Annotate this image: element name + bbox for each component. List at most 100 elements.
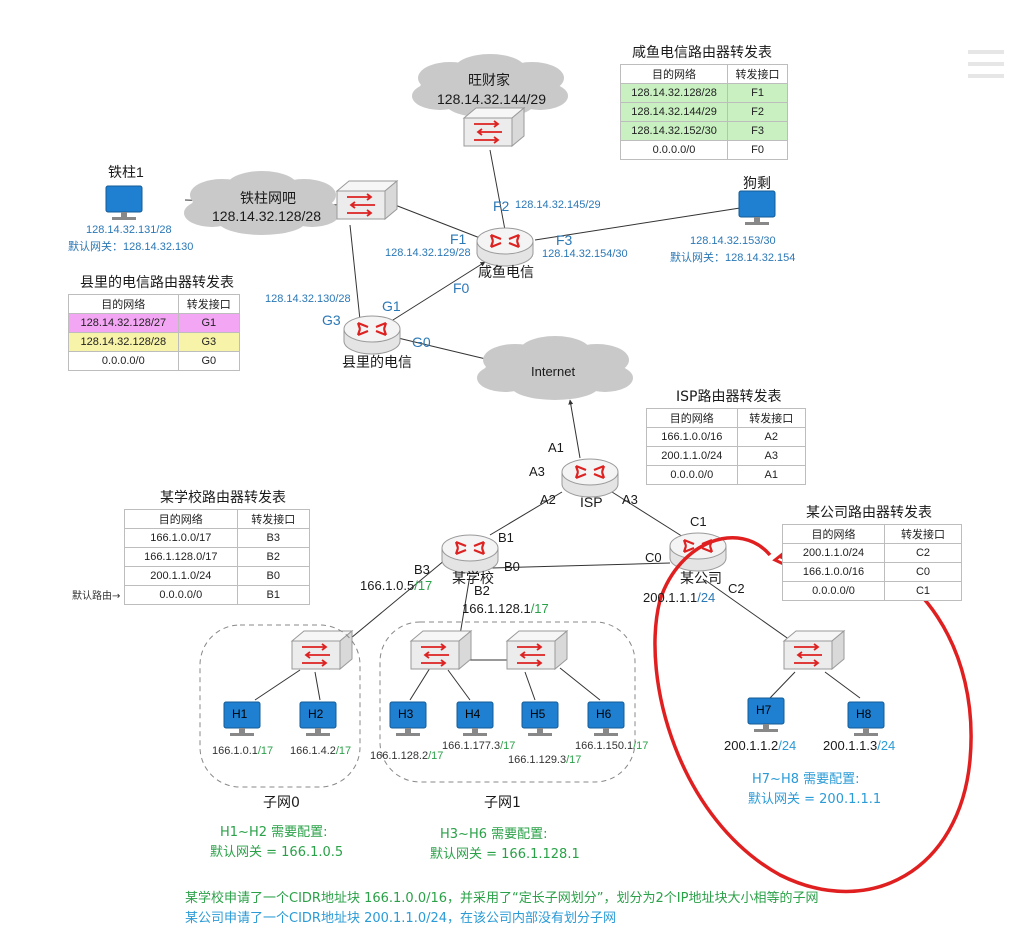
b3-ip: 166.1.0.5/17 bbox=[360, 578, 433, 593]
county-table-title: 县里的电信路由器转发表 bbox=[80, 275, 234, 291]
h8-name: H8 bbox=[856, 707, 872, 721]
wangcai-net: 128.14.32.144/29 bbox=[437, 91, 546, 107]
h5-ip: 166.1.129.3/17 bbox=[508, 754, 582, 766]
subnet0-label: 子网0 bbox=[263, 795, 300, 811]
iface-a3-left: A3 bbox=[529, 464, 545, 479]
bottom-note-company: 某公司申请了一个CIDR地址块 200.1.1.0/24，在该公司内部没有划分子… bbox=[185, 911, 617, 926]
tiezhu1-name: 铁柱1 bbox=[108, 164, 144, 180]
gousheng-name: 狗剩 bbox=[743, 175, 771, 191]
iface-f1: F1 bbox=[450, 231, 467, 247]
internet-name: Internet bbox=[531, 364, 576, 379]
table-row: 目的网络转发接口 bbox=[646, 408, 807, 428]
subnet1-switch-a-icon bbox=[410, 630, 472, 670]
h1-ip: 166.1.0.1/17 bbox=[212, 745, 274, 757]
iface-a3-right: A3 bbox=[622, 492, 638, 507]
iface-f0: F0 bbox=[453, 280, 470, 296]
xianyu-router-name: 咸鱼电信 bbox=[478, 264, 534, 280]
iface-c1: C1 bbox=[690, 514, 707, 529]
h4-ip: 166.1.177.3/17 bbox=[442, 740, 516, 752]
isp-table-title: ISP路由器转发表 bbox=[676, 389, 782, 405]
subnet0-switch-icon bbox=[291, 630, 353, 670]
isp-router-name: ISP bbox=[580, 494, 603, 510]
gousheng-gw: 默认网关：128.14.32.154 bbox=[670, 252, 796, 264]
wangcai-switch-icon bbox=[463, 107, 525, 147]
gousheng-pc-icon bbox=[738, 190, 776, 226]
h1h2-note-gw: 默认网关 = 166.1.0.5 bbox=[210, 845, 344, 860]
h2-ip: 166.1.4.2/17 bbox=[290, 745, 352, 757]
wangcai-name: 旺财家 bbox=[468, 72, 510, 88]
subnet1-box bbox=[379, 621, 636, 783]
xianyu-table-title: 咸鱼电信路由器转发表 bbox=[632, 45, 772, 61]
g3-ip: 128.14.32.130/28 bbox=[265, 293, 351, 305]
tiezhu-name: 铁柱网吧 bbox=[240, 190, 296, 206]
company-table-title: 某公司路由器转发表 bbox=[806, 505, 932, 521]
county-router-icon bbox=[342, 314, 402, 356]
iface-g0: G0 bbox=[412, 334, 431, 350]
iface-b0: B0 bbox=[504, 559, 520, 574]
iface-b2: B2 bbox=[474, 583, 490, 598]
iface-b1: B1 bbox=[498, 530, 514, 545]
iface-b3: B3 bbox=[414, 562, 430, 577]
isp-router-icon bbox=[560, 457, 620, 499]
tiezhu1-gw: 默认网关：128.14.32.130 bbox=[68, 241, 194, 253]
tiezhu1-pc-icon bbox=[105, 185, 143, 221]
subnet1-label: 子网1 bbox=[484, 795, 521, 811]
xianyu-router-icon bbox=[475, 226, 535, 268]
company-router-name: 某公司 bbox=[680, 570, 722, 586]
table-row: 目的网络转发接口 bbox=[68, 294, 241, 314]
h7h8-note-title: H7~H8 需要配置: bbox=[752, 772, 860, 787]
table-row: 目的网络转发接口 bbox=[782, 524, 963, 544]
table-row: 目的网络转发接口 bbox=[619, 64, 788, 84]
h7-name: H7 bbox=[756, 703, 772, 717]
iface-c0: C0 bbox=[645, 550, 662, 565]
county-router-name: 县里的电信 bbox=[342, 354, 412, 370]
company-switch-icon bbox=[783, 630, 845, 670]
subnet0-box bbox=[199, 624, 361, 788]
h3h6-note-gw: 默认网关 = 166.1.128.1 bbox=[430, 847, 580, 862]
subnet1-switch-b-icon bbox=[506, 630, 568, 670]
iface-f2: F2 bbox=[493, 198, 510, 214]
h3-name: H3 bbox=[398, 707, 414, 721]
grid-icon bbox=[968, 50, 1004, 78]
h3-ip: 166.1.128.2/17 bbox=[370, 750, 444, 762]
h2-name: H2 bbox=[308, 707, 324, 721]
h8-ip: 200.1.1.3/24 bbox=[823, 738, 896, 753]
iface-c2: C2 bbox=[728, 581, 745, 596]
h5-name: H5 bbox=[530, 707, 546, 721]
b2-ip: 166.1.128.1/17 bbox=[462, 601, 549, 616]
h6-ip: 166.1.150.1/17 bbox=[575, 740, 649, 752]
h7h8-note-gw: 默认网关 = 200.1.1.1 bbox=[748, 792, 882, 807]
iface-g1: G1 bbox=[382, 298, 401, 314]
c0-ip: 200.1.1.1/24 bbox=[643, 590, 716, 605]
iface-a2: A2 bbox=[540, 492, 556, 507]
f3-ip: 128.14.32.154/30 bbox=[542, 248, 628, 260]
h7-ip: 200.1.1.2/24 bbox=[724, 738, 797, 753]
table-row: 目的网络转发接口 bbox=[124, 509, 311, 529]
school-router-name: 某学校 bbox=[452, 570, 494, 586]
h4-name: H4 bbox=[465, 707, 481, 721]
iface-f3: F3 bbox=[556, 232, 573, 248]
tiezhu-switch-icon bbox=[336, 180, 398, 220]
iface-a1: A1 bbox=[548, 440, 564, 455]
links bbox=[184, 149, 861, 701]
gousheng-ip: 128.14.32.153/30 bbox=[690, 235, 776, 247]
iface-g3: G3 bbox=[322, 312, 341, 328]
